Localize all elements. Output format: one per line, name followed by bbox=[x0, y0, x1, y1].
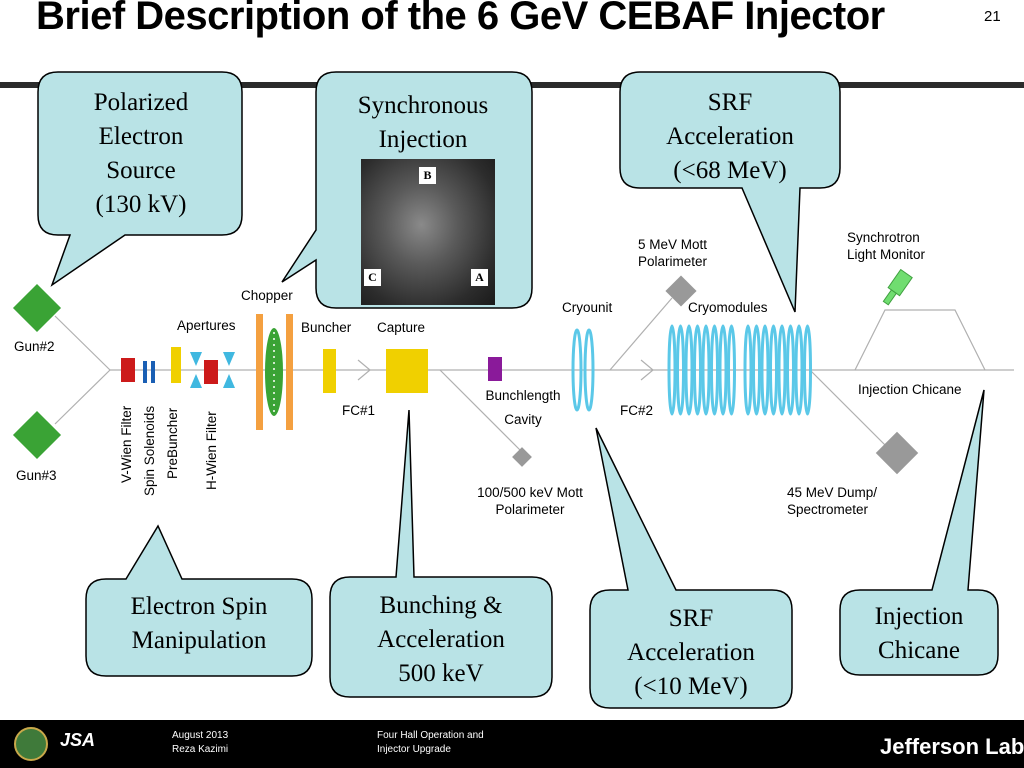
callout-srf-68 bbox=[619, 71, 841, 313]
cavity-ring-icon bbox=[667, 324, 677, 416]
hwien-filter-icon bbox=[204, 360, 218, 384]
cavity-ring-icon bbox=[693, 324, 702, 416]
callout-chicane bbox=[839, 389, 999, 676]
label-vwien-filter: V-Wien Filter bbox=[119, 405, 134, 483]
cavity-ring-icon bbox=[727, 324, 736, 416]
doe-seal-logo bbox=[14, 727, 48, 761]
prebuncher-icon bbox=[171, 347, 181, 383]
slide-title: Brief Description of the 6 GeV CEBAF Inj… bbox=[36, 0, 885, 38]
label-fc1: FC#1 bbox=[342, 403, 376, 418]
label-gun3: Gun#3 bbox=[16, 468, 57, 483]
aperture-icon-1 bbox=[190, 352, 202, 388]
label-fc2: FC#2 bbox=[620, 403, 654, 418]
label-apertures: Apertures bbox=[177, 318, 236, 333]
cavity-ring-icon bbox=[701, 324, 711, 416]
synchrotron-monitor-icon bbox=[882, 268, 913, 306]
mott5-polarimeter-icon bbox=[665, 275, 697, 307]
cavity-ring-icon bbox=[803, 324, 812, 416]
capture-icon bbox=[386, 349, 428, 393]
label-spin-solenoids: Spin Solenoids bbox=[142, 405, 157, 496]
cryounit-icon bbox=[571, 328, 595, 412]
label-injection-chicane: Injection Chicane bbox=[858, 382, 962, 397]
aperture-icon-2 bbox=[223, 352, 235, 388]
label-dump-spectrometer: 45 MeV Dump/Spectrometer bbox=[787, 485, 878, 517]
spin-solenoid-icon-1 bbox=[143, 361, 147, 383]
buncher-icon bbox=[323, 349, 336, 393]
jsa-logo: JSA bbox=[60, 730, 96, 750]
cavity-ring-icon bbox=[743, 324, 753, 416]
cavity-ring-icon bbox=[684, 324, 694, 416]
callout-srf-10 bbox=[589, 427, 793, 709]
label-capture: Capture bbox=[377, 320, 426, 335]
page-number: 21 bbox=[984, 8, 1001, 25]
photo-label-a: A bbox=[471, 269, 488, 286]
cavity-ring-icon bbox=[752, 324, 761, 416]
bunchlength-cavity-icon bbox=[488, 357, 502, 381]
spin-solenoid-icon-2 bbox=[151, 361, 155, 383]
dump-spectrometer-icon bbox=[875, 431, 919, 475]
label-chopper: Chopper bbox=[241, 288, 293, 303]
cryomodule-icon-2 bbox=[743, 324, 812, 416]
jefferson-lab-logo: Jefferson Lab bbox=[880, 734, 1024, 759]
cavity-ring-icon bbox=[710, 324, 719, 416]
chopper-aperture-icon bbox=[265, 328, 283, 416]
photo-label-c: C bbox=[364, 269, 381, 286]
cavity-ring-icon bbox=[786, 324, 795, 416]
label-cryomodules: Cryomodules bbox=[688, 300, 768, 315]
cavity-ring-icon bbox=[718, 324, 728, 416]
chopper-plate-left bbox=[256, 314, 263, 430]
vwien-filter-icon bbox=[121, 358, 135, 382]
cryomodule-icon-1 bbox=[667, 324, 736, 416]
gun3-icon bbox=[12, 410, 62, 460]
label-prebuncher: PreBuncher bbox=[165, 407, 180, 479]
cavity-ring-icon bbox=[769, 324, 778, 416]
callout-bunching bbox=[329, 409, 553, 698]
footer-bar bbox=[0, 720, 1024, 768]
label-cryounit: Cryounit bbox=[562, 300, 613, 315]
label-hwien-filter: H-Wien Filter bbox=[204, 411, 219, 490]
label-gun2: Gun#2 bbox=[14, 339, 55, 354]
gun2-icon bbox=[12, 283, 62, 333]
beam-spot-photo: B C A bbox=[361, 159, 495, 305]
cavity-ring-icon bbox=[794, 324, 804, 416]
cavity-ring-icon bbox=[760, 324, 770, 416]
callout-polarized-source bbox=[37, 71, 243, 287]
callout-spin-manip bbox=[85, 524, 313, 677]
chopper-plate-right bbox=[286, 314, 293, 430]
label-buncher: Buncher bbox=[301, 320, 352, 335]
cavity-ring-icon bbox=[777, 324, 787, 416]
cavity-ring-icon bbox=[676, 324, 685, 416]
photo-label-b: B bbox=[419, 167, 436, 184]
mott100-polarimeter-icon bbox=[512, 447, 532, 467]
